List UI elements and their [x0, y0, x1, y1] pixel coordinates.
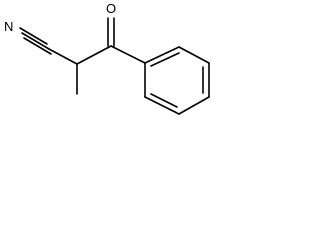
ring-bond-4 — [178, 96, 210, 115]
ring-bond-2 — [178, 46, 210, 64]
nitrile-bond-3 — [23, 37, 52, 55]
ring-inner-bond-3 — [150, 93, 178, 108]
ring-bond-5 — [144, 96, 180, 115]
ring-bond-1 — [144, 46, 180, 64]
ring-inner-bond-1 — [150, 52, 180, 67]
nitrile-bond-2 — [21, 32, 50, 50]
nitrile-bond-1 — [19, 27, 48, 45]
nitrogen-atom-label: N — [4, 19, 13, 34]
oxygen-atom-label: O — [106, 1, 116, 16]
molecule-drawing: N O — [4, 1, 210, 115]
carbonyl-to-phenyl-bond — [110, 45, 146, 64]
chemical-structure-canvas: N O — [0, 0, 220, 134]
cn-to-alpha-bond — [48, 48, 78, 65]
alpha-to-carbonyl-bond — [76, 45, 112, 65]
